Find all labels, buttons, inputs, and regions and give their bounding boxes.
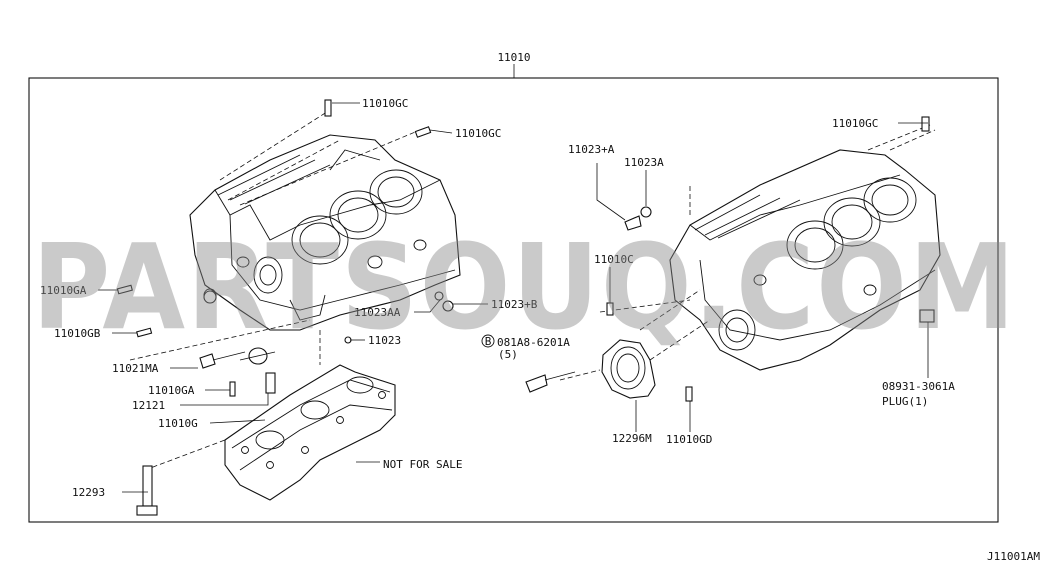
label-bolt-part: 081A8-6201A: [497, 336, 570, 349]
label-11010gb: 11010GB: [54, 327, 101, 340]
label-bolt-qty: (5): [498, 348, 518, 361]
label-11023-b: 11023+B: [491, 298, 538, 311]
label-bolt-circle: B: [485, 335, 492, 348]
assembly-frame: [28, 77, 999, 523]
hardware-parts: [116, 99, 935, 516]
right-cylinder-block: [669, 149, 941, 371]
label-11010: 11010: [497, 51, 530, 64]
label-11010ga-2: 11010GA: [148, 384, 195, 397]
label-not-for-sale: NOT FOR SALE: [383, 458, 462, 471]
label-12296m: 12296M: [612, 432, 652, 445]
label-11010c: 11010C: [594, 253, 634, 266]
label-11010ga: 11010GA: [40, 284, 87, 297]
label-11010gc-mid: 11010GC: [455, 127, 501, 140]
label-11023a: 11023A: [624, 156, 664, 169]
watermark-text: PARTSOUQ.COM: [32, 218, 1017, 356]
label-11010gc-top: 11010GC: [362, 97, 408, 110]
label-11010gc-right: 11010GC: [832, 117, 878, 130]
label-11010gd: 11010GD: [666, 433, 712, 446]
leader-lines: [98, 102, 929, 493]
label-plug-note: PLUG(1): [882, 395, 928, 408]
callout-labels: 11010 11010GC 11010GC 11010GC 11010GA 11…: [40, 51, 955, 499]
label-11021ma: 11021MA: [112, 362, 159, 375]
label-12121: 12121: [132, 399, 165, 412]
label-11023-a: 11023+A: [568, 143, 615, 156]
label-11023: 11023: [368, 334, 401, 347]
label-12293: 12293: [72, 486, 105, 499]
rear-oil-seal: [601, 339, 656, 399]
main-bearing-cap: [224, 364, 396, 501]
label-plug-part: 08931-3061A: [882, 380, 955, 393]
label-11010g: 11010G: [158, 417, 198, 430]
bolt-circle-marker: [481, 334, 495, 348]
diagram-code: J11001AM: [987, 550, 1040, 563]
label-11023aa: 11023AA: [354, 306, 401, 319]
